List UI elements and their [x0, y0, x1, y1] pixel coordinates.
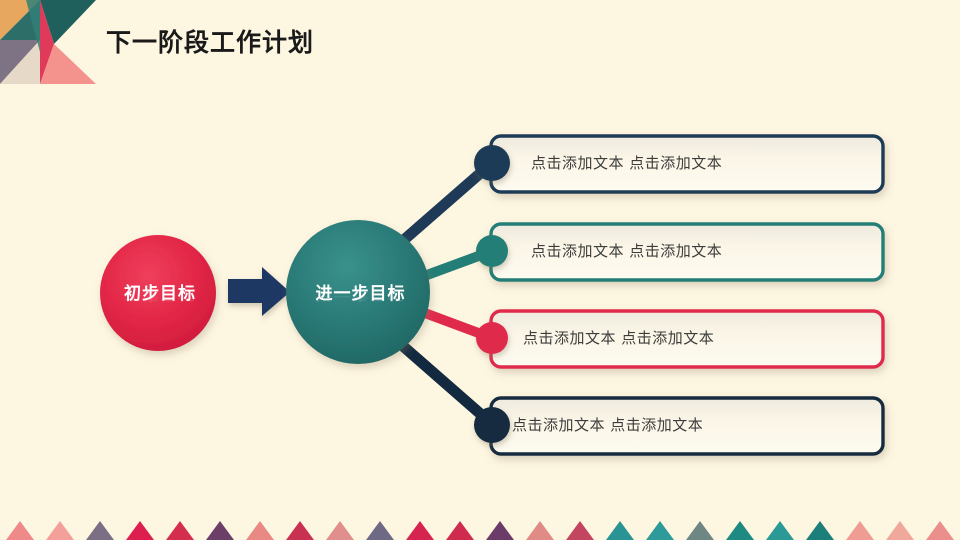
bottom-strip-triangle: [246, 521, 274, 540]
bottom-strip-triangle: [646, 521, 674, 540]
text-box-4-label: 点击添加文本 点击添加文本: [512, 416, 704, 434]
corner-triangle-sand: [0, 40, 40, 84]
bottom-strip-triangle: [366, 521, 394, 540]
corner-triangle-red: [40, 0, 54, 84]
bullet-dot-4[interactable]: [474, 407, 510, 443]
bottom-strip-triangle: [86, 521, 114, 540]
bottom-strip-triangle: [886, 521, 914, 540]
node-next-circle[interactable]: [286, 220, 430, 364]
node-start-label-reflection: 初步目标: [124, 289, 196, 302]
bottom-strip-triangle: [486, 521, 514, 540]
text-box-2-label: 点击添加文本 点击添加文本: [531, 242, 723, 260]
text-box-3-label: 点击添加文本 点击添加文本: [523, 329, 715, 347]
bottom-strip-triangle: [566, 521, 594, 540]
bottom-strip-triangle: [6, 521, 34, 540]
bottom-strip-triangle: [126, 521, 154, 540]
text-box-1-label: 点击添加文本 点击添加文本: [531, 154, 723, 172]
bullet-dot-2[interactable]: [476, 235, 508, 267]
bottom-strip-triangle: [166, 521, 194, 540]
corner-triangle-decoration: [0, 0, 96, 84]
bottom-strip-triangle: [286, 521, 314, 540]
flow-arrow-icon: [228, 267, 290, 316]
connector-line-1: [384, 157, 498, 258]
node-start-label: 初步目标 初步目标: [90, 279, 230, 330]
node-next-label-reflection: 进一步目标: [315, 289, 406, 302]
bottom-strip-triangle: [526, 521, 554, 540]
bottom-strip-triangle: [206, 521, 234, 540]
bottom-strip-triangle: [686, 521, 714, 540]
bullet-dot-3[interactable]: [476, 322, 508, 354]
bullet-dot-1[interactable]: [474, 145, 510, 181]
flow-arrow-shape: [228, 267, 290, 316]
connector-line-4: [382, 327, 498, 430]
bottom-strip-triangle: [806, 521, 834, 540]
page-title: 下一阶段工作计划: [106, 28, 315, 57]
bottom-strip-triangle: [326, 521, 354, 540]
bottom-strip-triangle: [726, 521, 754, 540]
bottom-strip-triangle: [606, 521, 634, 540]
node-next-label: 进一步目标 进一步目标: [283, 279, 438, 330]
bottom-strip-triangle: [766, 521, 794, 540]
corner-triangle-pink: [40, 44, 96, 84]
node-start-circle[interactable]: [100, 235, 216, 351]
bottom-strip-triangle: [446, 521, 474, 540]
corner-triangle-teal-b: [26, 0, 40, 52]
corner-triangle-darkteal: [40, 0, 96, 44]
bottom-strip-triangle: [846, 521, 874, 540]
bottom-strip-triangle: [46, 521, 74, 540]
node-start-label-text: 初步目标: [124, 284, 196, 304]
bottom-strip-triangle: [926, 521, 954, 540]
bottom-triangle-strip: [6, 521, 954, 540]
bottom-strip-triangle: [406, 521, 434, 540]
node-next-label-text: 进一步目标: [315, 284, 406, 304]
